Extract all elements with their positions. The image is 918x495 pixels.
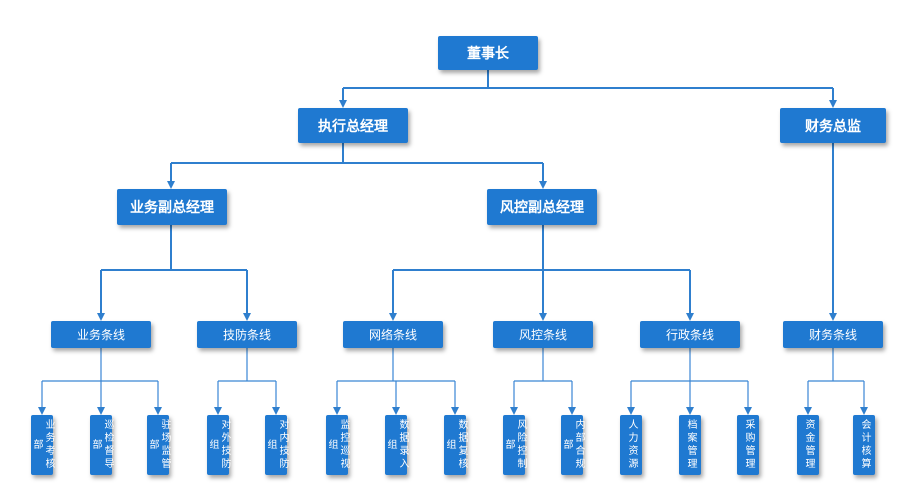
- group-hr: 人力资源: [620, 415, 642, 475]
- connector-executive-gm: [167, 143, 547, 189]
- connector-risk-vp: [389, 225, 694, 321]
- group-onsite-supervision: 驻场监管部: [147, 415, 170, 475]
- group-internal-compliance: 内部合规部: [561, 415, 584, 475]
- group-internal-tech-defense: 对内技防组: [265, 415, 288, 475]
- group-procurement: 采购管理: [737, 415, 759, 475]
- risk-control-line-box: 风控条线: [493, 321, 593, 348]
- connector-business-vp: [97, 225, 251, 321]
- admin-line-box: 行政条线: [640, 321, 740, 348]
- group-monitoring-patrol: 监控巡视组: [326, 415, 349, 475]
- group-accounting: 会计核算: [853, 415, 875, 475]
- chairman-box: 董事长: [438, 36, 538, 70]
- group-data-entry: 数据录入组: [385, 415, 408, 475]
- group-archives: 档案管理: [679, 415, 701, 475]
- connector-groups: [38, 348, 868, 415]
- group-business-assessment: 业务考核部: [31, 415, 54, 475]
- group-patrol-supervision: 巡检督导部: [90, 415, 113, 475]
- group-funds: 资金管理: [797, 415, 819, 475]
- group-data-review: 数据复核组: [444, 415, 467, 475]
- business-vp-box: 业务副总经理: [117, 189, 227, 225]
- network-line-box: 网络条线: [343, 321, 443, 348]
- finance-line-box: 财务条线: [783, 321, 883, 348]
- cfo-box: 财务总监: [780, 108, 886, 143]
- executive-gm-box: 执行总经理: [298, 108, 408, 143]
- connector-chairman: [339, 70, 837, 108]
- group-risk-control: 风险控制部: [503, 415, 526, 475]
- risk-vp-box: 风控副总经理: [487, 189, 597, 225]
- business-line-box: 业务条线: [51, 321, 151, 348]
- tech-defense-line-box: 技防条线: [197, 321, 297, 348]
- group-external-tech-defense: 对外技防组: [207, 415, 230, 475]
